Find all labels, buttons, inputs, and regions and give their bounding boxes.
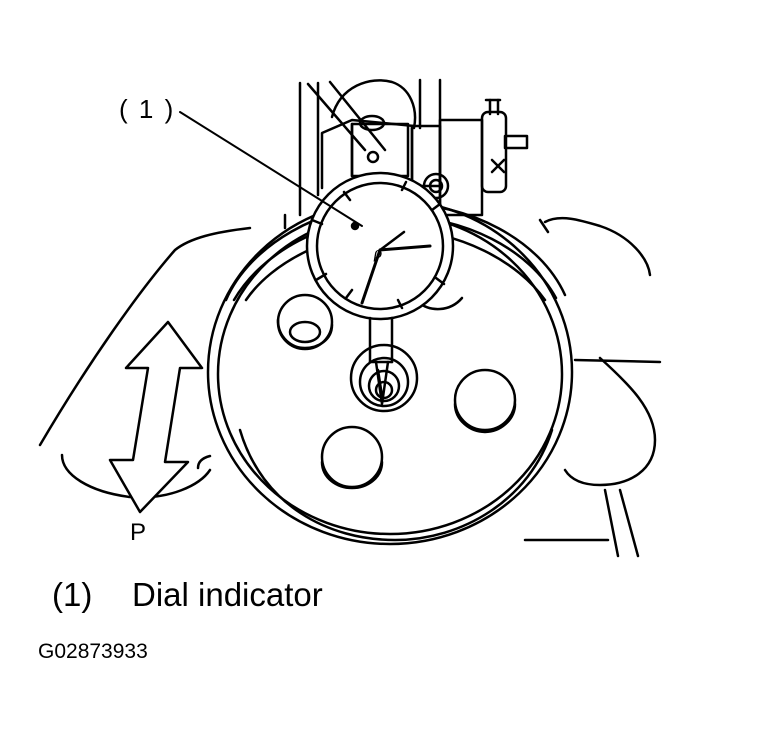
figure-id: G02873933 — [38, 640, 148, 663]
indicator-stand — [298, 78, 529, 217]
arrow-label-p: P — [130, 519, 147, 546]
dial-indicator: ρ — [305, 171, 455, 406]
callout-label-1: ( 1 ) — [119, 94, 176, 124]
direction-arrow-p — [108, 320, 204, 514]
legend-text: Dial indicator — [132, 576, 323, 613]
svg-text:ρ: ρ — [373, 243, 382, 262]
legend-number: (1) — [52, 576, 93, 613]
pulley-bolt-heads — [276, 293, 517, 490]
housing-outline — [38, 213, 662, 558]
pulley-hub — [349, 343, 419, 413]
callout-leader-line — [179, 111, 363, 227]
